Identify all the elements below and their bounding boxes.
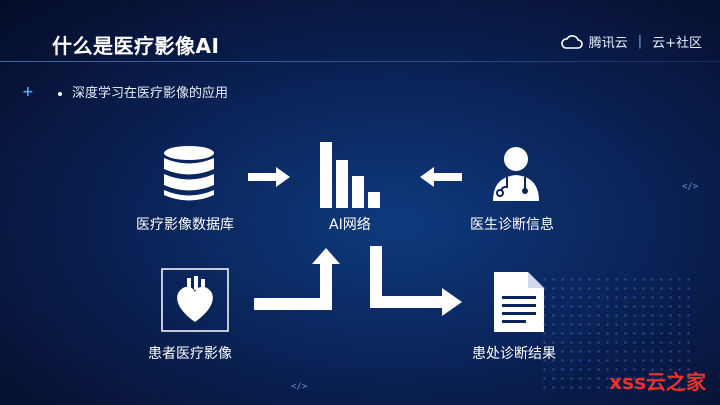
database-icon [164, 146, 214, 201]
brand-logo: 腾讯云 | 云+社区 [560, 32, 702, 51]
brand-name: 腾讯云 [588, 36, 628, 51]
document-icon [494, 272, 544, 332]
watermark: xss云之家 [609, 370, 706, 394]
brand-suffix: 云+社区 [652, 36, 702, 51]
arrow-left-icon [420, 167, 462, 187]
heart-icon [161, 268, 229, 332]
bullet-text: 深度学习在医疗影像的应用 [72, 86, 229, 101]
result-label: 患处诊断结果 [472, 346, 556, 362]
code-decor: </> [682, 182, 699, 192]
bullet-dot [58, 91, 62, 96]
plus-icon: + [22, 84, 34, 100]
slide-title: 什么是医疗影像AI [52, 34, 220, 58]
code-decor: </> [291, 382, 308, 392]
arrow-up-elbow-icon [254, 248, 340, 310]
bar-chart-icon [320, 142, 380, 208]
title-divider [0, 61, 720, 62]
doctor-label: 医生诊断信息 [470, 217, 554, 233]
doctor-icon [493, 147, 539, 201]
bullet-item: 深度学习在医疗影像的应用 [58, 82, 228, 101]
arrow-down-elbow-icon [370, 246, 462, 316]
patient-label: 患者医疗影像 [148, 346, 232, 362]
database-label: 医疗影像数据库 [136, 217, 234, 233]
cloud-icon [560, 34, 583, 49]
brand-separator: | [637, 34, 643, 49]
dot-pattern [540, 275, 690, 395]
network-label: AI网络 [329, 217, 371, 233]
arrow-right-icon [248, 167, 290, 187]
